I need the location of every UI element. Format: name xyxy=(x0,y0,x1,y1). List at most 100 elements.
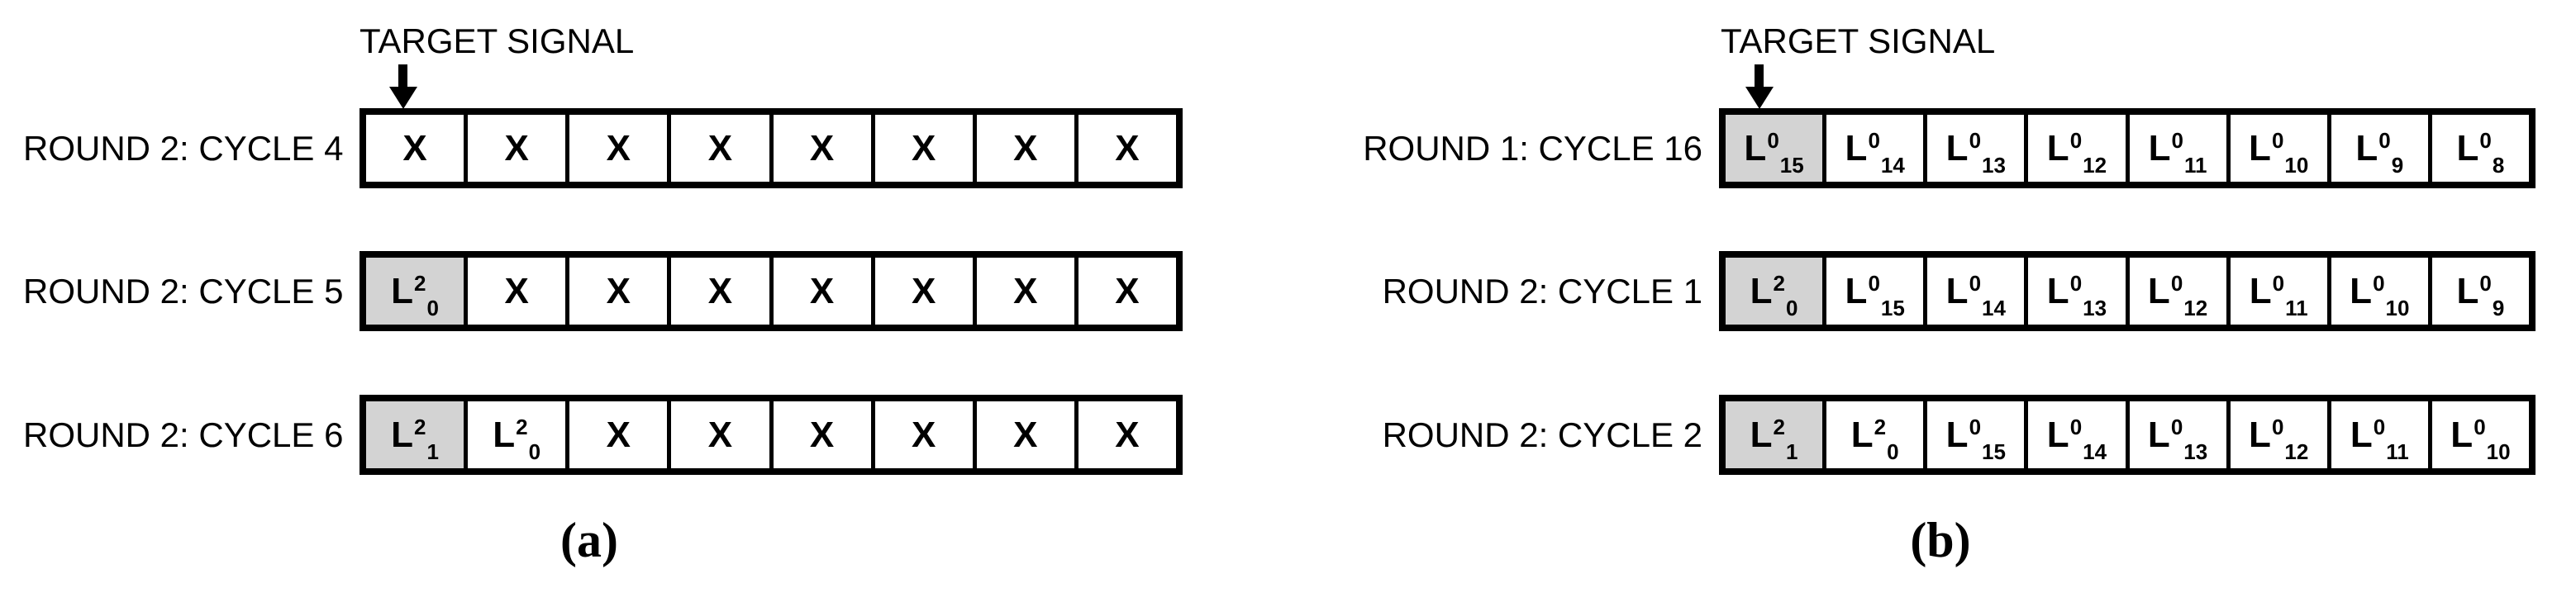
cell-value: L013 xyxy=(1945,127,2006,178)
row-label: ROUND 2: CYCLE 4 xyxy=(23,129,344,168)
cell-superscript: 0 xyxy=(2271,127,2284,153)
cell-value: X xyxy=(707,127,733,168)
register-cell-highlighted: L21 xyxy=(366,401,469,468)
target-signal-arrowhead-icon xyxy=(1745,87,1774,109)
cell-value: X xyxy=(1115,414,1140,455)
cell-value: X xyxy=(809,270,835,311)
cell-superscript: 0 xyxy=(1868,127,1880,153)
cell-value: L015 xyxy=(1845,270,1905,320)
register-cell: X xyxy=(569,401,672,468)
cell-superscript: 0 xyxy=(1969,270,1982,296)
register-cell: L011 xyxy=(2230,258,2331,325)
cell-value: L015 xyxy=(1945,414,2006,464)
register-cell: L09 xyxy=(2331,115,2432,182)
register-cell: L08 xyxy=(2431,115,2529,182)
register-cell-highlighted: L21 xyxy=(1726,401,1827,468)
register-cell: X xyxy=(569,115,672,182)
cell-subscript: 12 xyxy=(2083,152,2107,178)
cell-subscript: 13 xyxy=(2183,439,2208,464)
register-cell: L012 xyxy=(2230,401,2331,468)
cell-subscript: 15 xyxy=(1779,152,1804,178)
register-cell: X xyxy=(1078,115,1176,182)
register-cell: L013 xyxy=(1927,115,2029,182)
cell-value: L010 xyxy=(2450,414,2511,464)
cell-subscript: 1 xyxy=(1786,439,1798,464)
register-cell: L015 xyxy=(1927,401,2029,468)
cell-value: X xyxy=(1115,270,1140,311)
cell-value: L20 xyxy=(1850,414,1899,464)
target-signal-label: TARGET SIGNAL xyxy=(1721,21,1996,60)
cell-value: X xyxy=(1013,270,1038,311)
cell-value: L011 xyxy=(2148,127,2207,178)
register-cell: X xyxy=(366,115,469,182)
cell-value: L010 xyxy=(2249,127,2309,178)
cell-subscript: 14 xyxy=(2083,439,2107,464)
target-signal-arrow-icon xyxy=(1755,64,1764,90)
cell-value: L09 xyxy=(2355,127,2404,178)
cell-value: X xyxy=(606,270,631,311)
cell-subscript: 11 xyxy=(2386,439,2409,464)
register-cell: L013 xyxy=(2129,401,2231,468)
cell-superscript: 2 xyxy=(516,414,528,439)
cell-subscript: 13 xyxy=(1982,152,2006,178)
cell-value: X xyxy=(1013,414,1038,455)
cell-subscript: 10 xyxy=(2385,295,2410,320)
cell-value: L21 xyxy=(1750,414,1798,464)
register-cell: L012 xyxy=(2129,258,2231,325)
cell-value: X xyxy=(809,414,835,455)
target-signal-arrowhead-icon xyxy=(389,87,417,109)
cell-value: L014 xyxy=(2046,414,2107,464)
cell-value: L010 xyxy=(2350,270,2410,320)
register-cell: L014 xyxy=(2028,401,2130,468)
cell-superscript: 0 xyxy=(2373,270,2385,296)
cell-value: L013 xyxy=(2147,414,2208,464)
register-cell: X xyxy=(468,115,570,182)
register-cell: X xyxy=(773,401,875,468)
cell-subscript: 1 xyxy=(426,439,439,464)
register-cell: L010 xyxy=(2431,401,2529,468)
register-cell: X xyxy=(1078,258,1176,325)
cell-superscript: 0 xyxy=(1868,270,1880,296)
register-cell: X xyxy=(569,258,672,325)
cell-superscript: 2 xyxy=(1773,270,1785,296)
register-cell-highlighted: L20 xyxy=(366,258,469,325)
cell-value: L012 xyxy=(2249,414,2309,464)
register-cell: X xyxy=(671,401,774,468)
cell-superscript: 0 xyxy=(2069,127,2083,153)
cell-value: X xyxy=(606,127,631,168)
cell-superscript: 0 xyxy=(2170,414,2183,439)
register-cell: L013 xyxy=(2028,258,2130,325)
register-cell: X xyxy=(976,258,1078,325)
register-cell: X xyxy=(976,115,1078,182)
cell-superscript: 2 xyxy=(1773,414,1785,439)
cell-value: X xyxy=(1013,127,1038,168)
register-cell: L09 xyxy=(2431,258,2529,325)
cell-subscript: 10 xyxy=(2284,152,2309,178)
register-cell: X xyxy=(976,401,1078,468)
cell-subscript: 0 xyxy=(1887,439,1899,464)
register-cell: L011 xyxy=(2129,115,2231,182)
cell-subscript: 0 xyxy=(1786,295,1798,320)
register-cell-highlighted: L015 xyxy=(1726,115,1827,182)
cell-subscript: 11 xyxy=(2183,152,2207,178)
register-cell: L010 xyxy=(2230,115,2331,182)
cell-subscript: 12 xyxy=(2284,439,2309,464)
cell-subscript: 14 xyxy=(1880,152,1905,178)
cell-superscript: 0 xyxy=(1969,127,1982,153)
cell-superscript: 0 xyxy=(2378,127,2391,153)
register-cell: X xyxy=(671,258,774,325)
register-cell: L010 xyxy=(2331,258,2432,325)
cell-superscript: 2 xyxy=(1874,414,1887,439)
register-cell: L012 xyxy=(2028,115,2130,182)
cell-value: L015 xyxy=(1744,127,1804,178)
cell-superscript: 0 xyxy=(2272,270,2285,296)
cell-value: X xyxy=(402,127,427,168)
cell-subscript: 0 xyxy=(426,295,439,320)
